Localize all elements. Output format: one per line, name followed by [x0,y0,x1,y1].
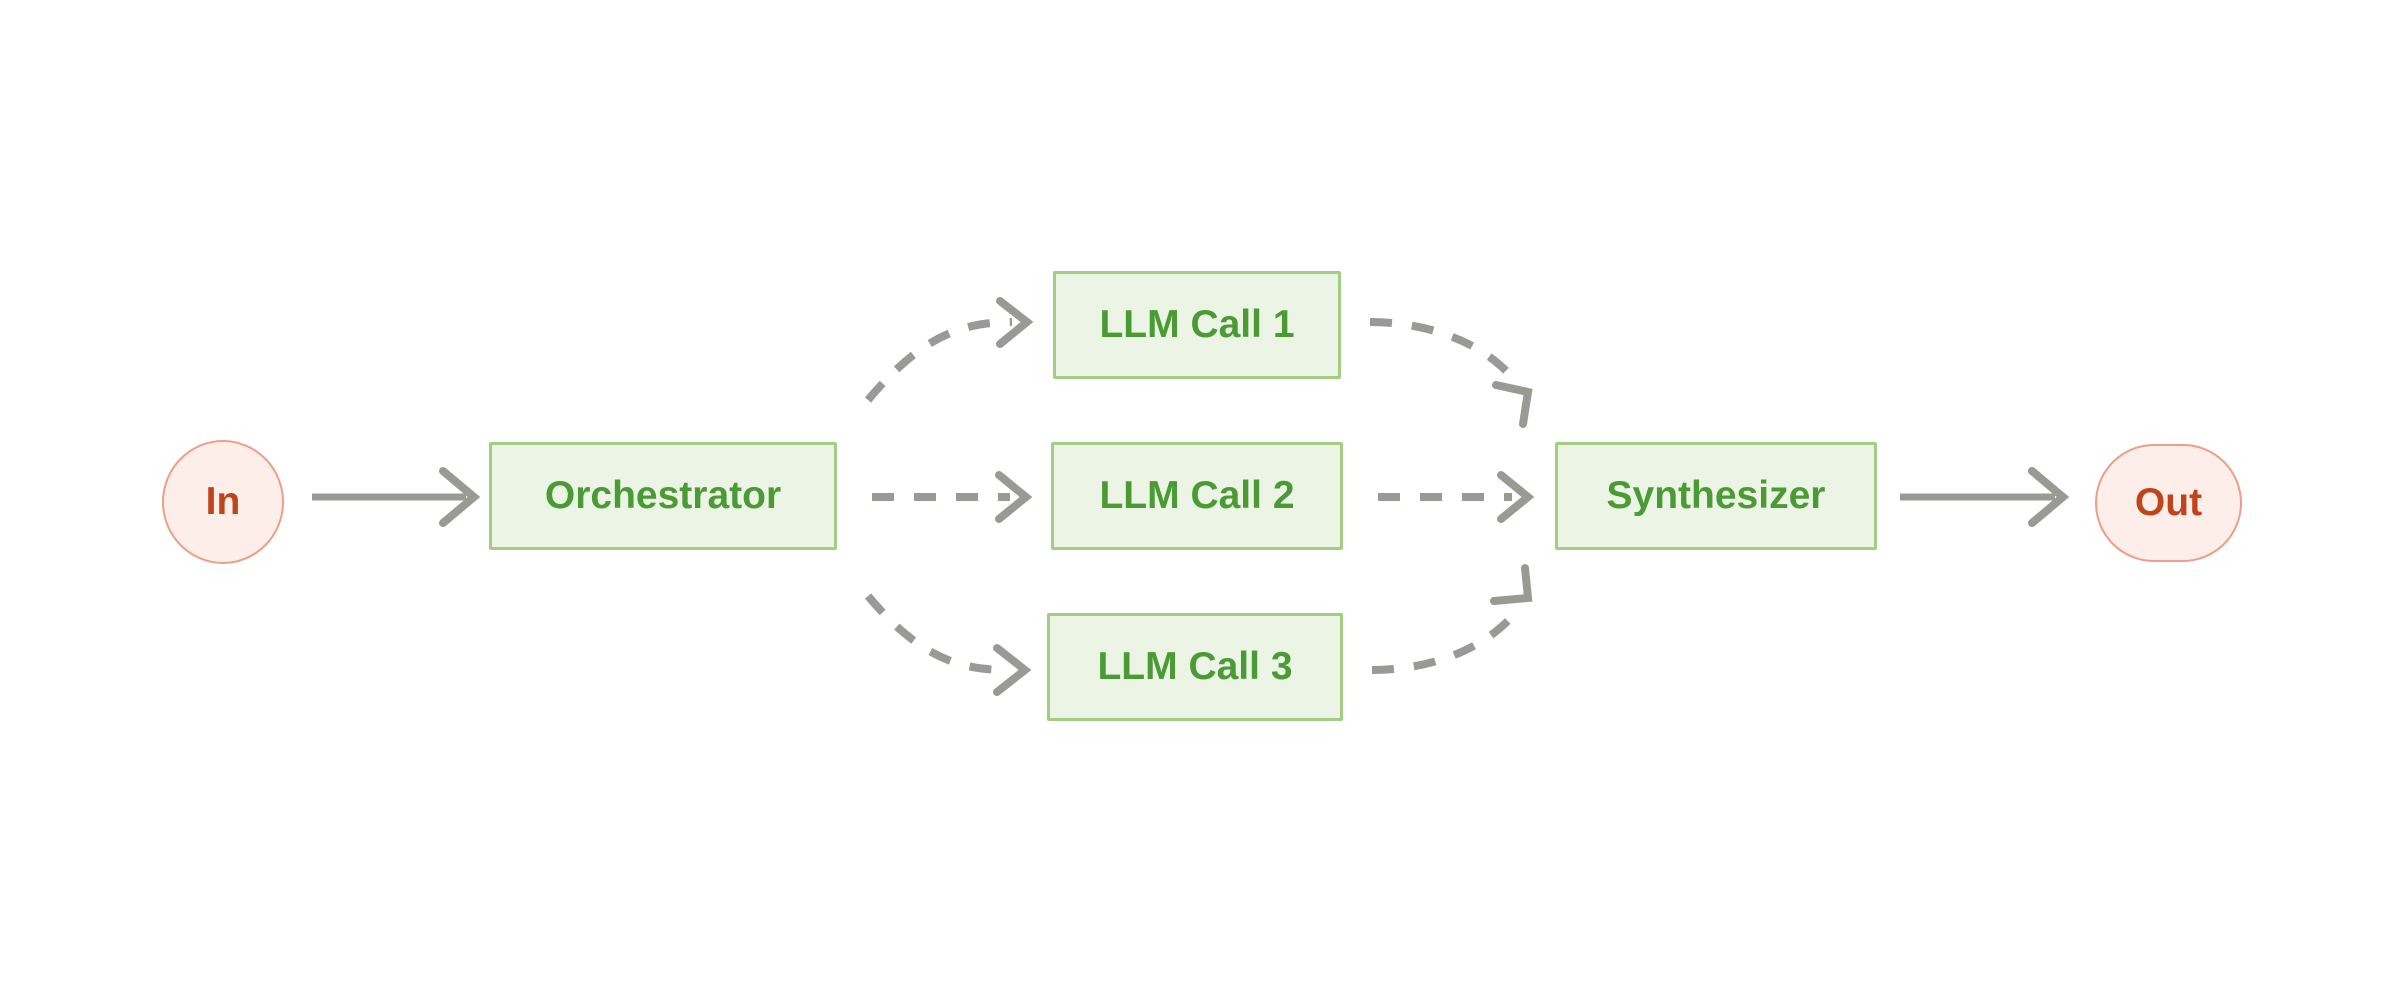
edge-in-to-orchestrator [312,467,481,527]
node-llm-call-1-label: LLM Call 1 [1099,302,1295,346]
node-llm-call-2[interactable]: LLM Call 2 [1051,442,1343,550]
node-in-label: In [205,479,241,523]
edge-llm-call-2-to-synthesizer [1378,471,1535,523]
node-in[interactable]: In [162,440,284,564]
node-out[interactable]: Out [2095,444,2242,562]
node-synthesizer-label: Synthesizer [1606,473,1826,517]
node-out-label: Out [2134,480,2203,524]
node-llm-call-3[interactable]: LLM Call 3 [1047,613,1343,721]
edge-orchestrator-to-llm-call-1 [864,297,1034,403]
node-llm-call-1[interactable]: LLM Call 1 [1053,271,1341,379]
node-orchestrator-label: Orchestrator [544,473,782,517]
edge-llm-call-3-to-synthesizer [1371,564,1533,674]
node-llm-call-2-label: LLM Call 2 [1099,473,1295,517]
edge-llm-call-1-to-synthesizer [1369,318,1533,428]
edge-orchestrator-to-llm-call-3 [864,593,1032,696]
edge-orchestrator-to-llm-call-2 [872,471,1033,523]
node-llm-call-3-label: LLM Call 3 [1097,644,1293,688]
edge-synthesizer-to-out [1900,467,2070,527]
node-orchestrator[interactable]: Orchestrator [489,442,837,550]
node-synthesizer[interactable]: Synthesizer [1555,442,1877,550]
